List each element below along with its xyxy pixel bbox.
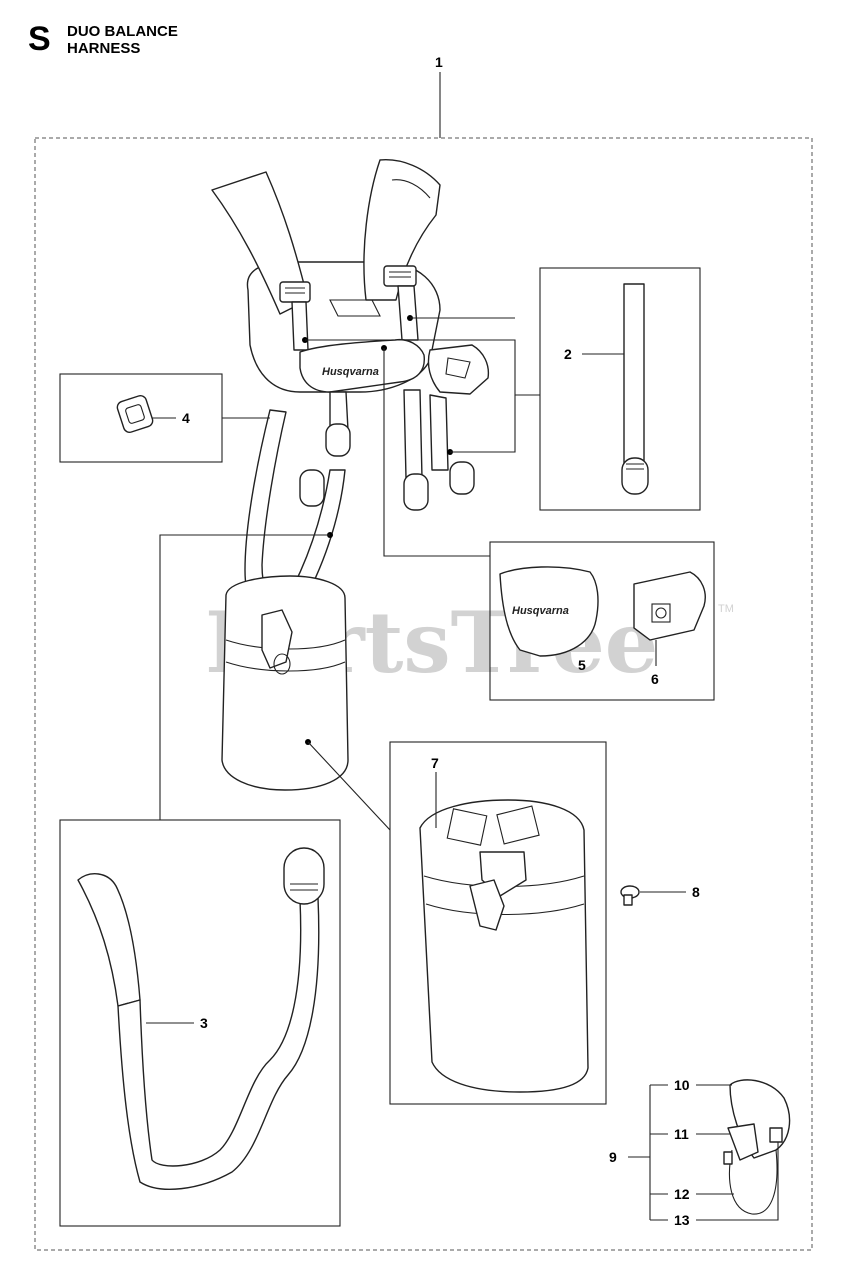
leader-2c — [450, 395, 516, 453]
part-number-13[interactable]: 13 — [674, 1212, 690, 1228]
assembly-frame — [34, 137, 813, 1251]
shoulder-strap-part[interactable] — [77, 847, 325, 1190]
strap-part[interactable] — [621, 283, 649, 495]
leader-5-6 — [383, 348, 490, 557]
watermark-tm: TM — [718, 603, 734, 615]
screw-part[interactable] — [620, 885, 640, 906]
part-number-12[interactable]: 12 — [674, 1186, 690, 1202]
cover-right-part[interactable] — [633, 571, 706, 641]
part-number-6[interactable]: 6 — [651, 671, 659, 687]
cover-left-part[interactable]: Husqvarna — [499, 566, 599, 657]
hip-pad-part[interactable] — [419, 799, 589, 1093]
part-number-8[interactable]: 8 — [692, 884, 700, 900]
part-number-1[interactable]: 1 — [435, 54, 443, 70]
part-number-10[interactable]: 10 — [674, 1077, 690, 1093]
part-number-2[interactable]: 2 — [564, 346, 572, 362]
box-part-4 — [59, 373, 223, 463]
husqvarna-logo-chest: Husqvarna — [322, 366, 379, 378]
part-number-3[interactable]: 3 — [200, 1015, 208, 1031]
box-part-5-6 — [489, 541, 715, 701]
part-number-11[interactable]: 11 — [674, 1126, 689, 1142]
page-title-line2: HARNESS — [67, 40, 141, 57]
buckle-part[interactable] — [116, 394, 154, 434]
leader-2a — [305, 339, 540, 396]
hook-assembly-part[interactable] — [723, 1079, 791, 1215]
part-number-7[interactable]: 7 — [431, 755, 439, 771]
husqvarna-logo-cover: Husqvarna — [512, 605, 569, 617]
leader-7 — [307, 741, 391, 831]
box-part-2 — [539, 267, 701, 511]
part-number-9[interactable]: 9 — [609, 1149, 617, 1165]
part-number-4[interactable]: 4 — [182, 410, 190, 426]
harness-assembly[interactable]: Husqvarna — [211, 159, 490, 791]
box-part-3 — [59, 819, 341, 1227]
page-title: DUO BALANCE HARNESS — [67, 23, 178, 57]
part-number-5[interactable]: 5 — [578, 657, 586, 673]
box-part-7 — [389, 741, 607, 1105]
leader-3 — [159, 534, 330, 820]
section-letter: S — [28, 20, 51, 58]
page-title-line1: DUO BALANCE — [67, 23, 178, 40]
